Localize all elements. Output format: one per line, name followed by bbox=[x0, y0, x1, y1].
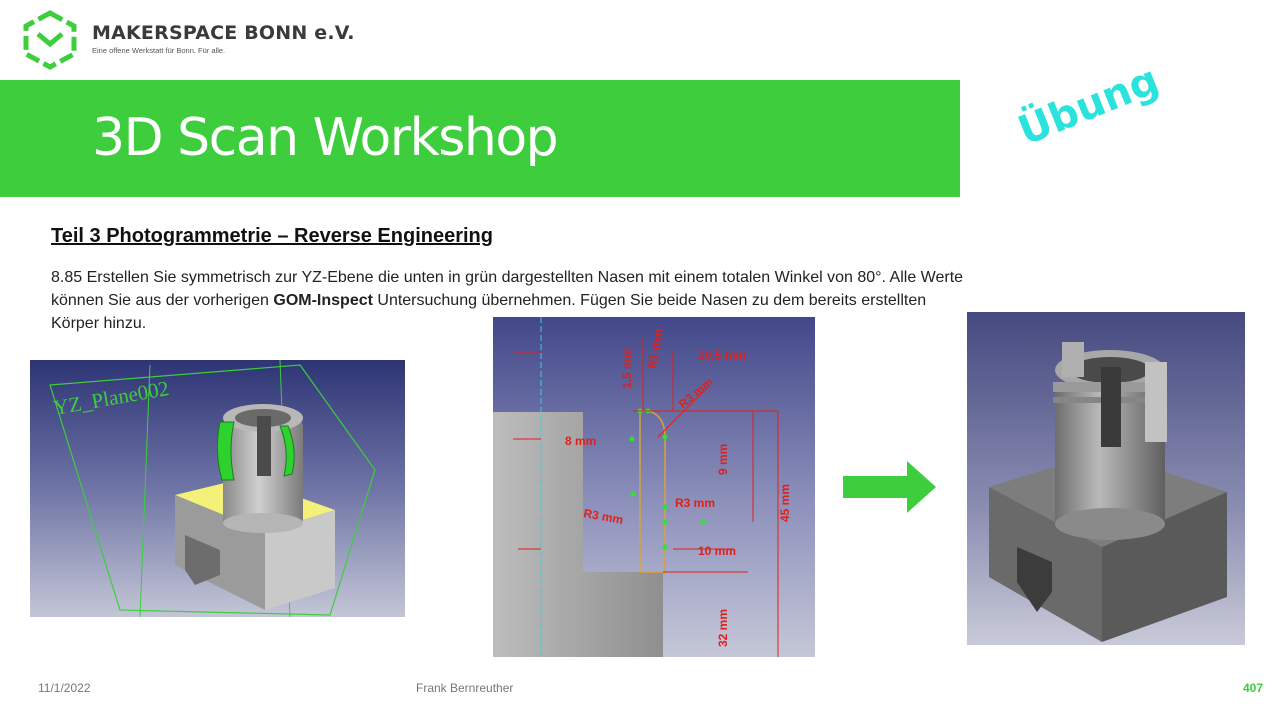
section-heading: Teil 3 Photogrammetrie – Reverse Enginee… bbox=[51, 225, 493, 247]
dim-1-5: 1,5 mm bbox=[620, 348, 634, 389]
dim-45: 45 mm bbox=[778, 484, 792, 522]
exercise-badge: Übung bbox=[1012, 57, 1166, 155]
makerspace-logo-icon bbox=[23, 10, 77, 70]
right-arrow-icon bbox=[843, 461, 936, 513]
instruction-bold: GOM-Inspect bbox=[273, 292, 373, 309]
final-model-image bbox=[967, 312, 1245, 645]
org-name: MAKERSPACE BONN e.V. bbox=[92, 22, 355, 44]
slide-title: 3D Scan Workshop bbox=[92, 108, 559, 168]
instruction-text: 8.85 Erstellen Sie symmetrisch zur YZ-Eb… bbox=[51, 266, 971, 335]
dim-r3-mid: R3 mm bbox=[675, 496, 715, 510]
dim-8: 8 mm bbox=[565, 434, 596, 448]
footer-date: 11/1/2022 bbox=[38, 681, 91, 695]
org-tagline: Eine offene Werkstatt für Bonn. Für alle… bbox=[92, 46, 226, 55]
dim-9: 9 mm bbox=[716, 444, 730, 475]
sketch-dimensions-image: 10,5 mm 1,5 mm R1 mm R3 mm 8 mm 9 mm 45 … bbox=[493, 317, 815, 657]
dim-10-5: 10,5 mm bbox=[698, 348, 746, 362]
dim-r3-left: R3 mm bbox=[582, 506, 624, 527]
instruction-part1: 8.85 Erstellen Sie symmetrisch zur YZ-Eb… bbox=[51, 269, 964, 309]
dim-10: 10 mm bbox=[698, 544, 736, 558]
dim-r1: R1 mm bbox=[645, 328, 666, 370]
instruction-part2: Untersuchung übernehmen. Fügen Sie beide… bbox=[51, 292, 927, 332]
title-band bbox=[0, 80, 960, 197]
footer-author: Frank Bernreuther bbox=[416, 681, 514, 695]
page-number: 407 bbox=[1243, 681, 1264, 695]
dim-32: 32 mm bbox=[716, 609, 730, 647]
model-with-plane-image: YZ_Plane002 bbox=[30, 360, 405, 617]
